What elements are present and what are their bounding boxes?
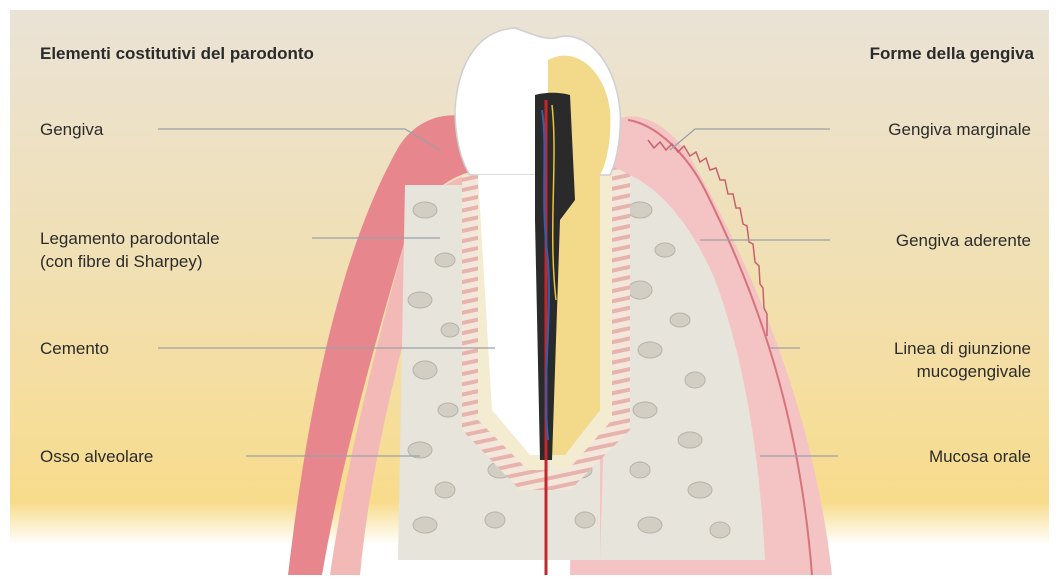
label-gengiva-marginale: Gengiva marginale [888, 118, 1031, 141]
label-cemento: Cemento [40, 337, 109, 360]
label-osso-alveolare: Osso alveolare [40, 445, 153, 468]
label-gengiva-aderente: Gengiva aderente [896, 229, 1031, 252]
label-linea-line2: mucogengivale [894, 360, 1031, 383]
label-legamento-parodontale: Legamento parodontale (con fibre di Shar… [40, 227, 220, 273]
label-legamento-line1: Legamento parodontale [40, 227, 220, 250]
heading-gingiva-forms: Forme della gengiva [870, 44, 1034, 64]
label-gengiva: Gengiva [40, 118, 103, 141]
label-mucosa-orale: Mucosa orale [929, 445, 1031, 468]
label-linea-line1: Linea di giunzione [894, 337, 1031, 360]
label-legamento-line2: (con fibre di Sharpey) [40, 250, 220, 273]
label-linea-giunzione: Linea di giunzione mucogengivale [894, 337, 1031, 383]
heading-periodontium-elements: Elementi costitutivi del parodonto [40, 44, 314, 64]
